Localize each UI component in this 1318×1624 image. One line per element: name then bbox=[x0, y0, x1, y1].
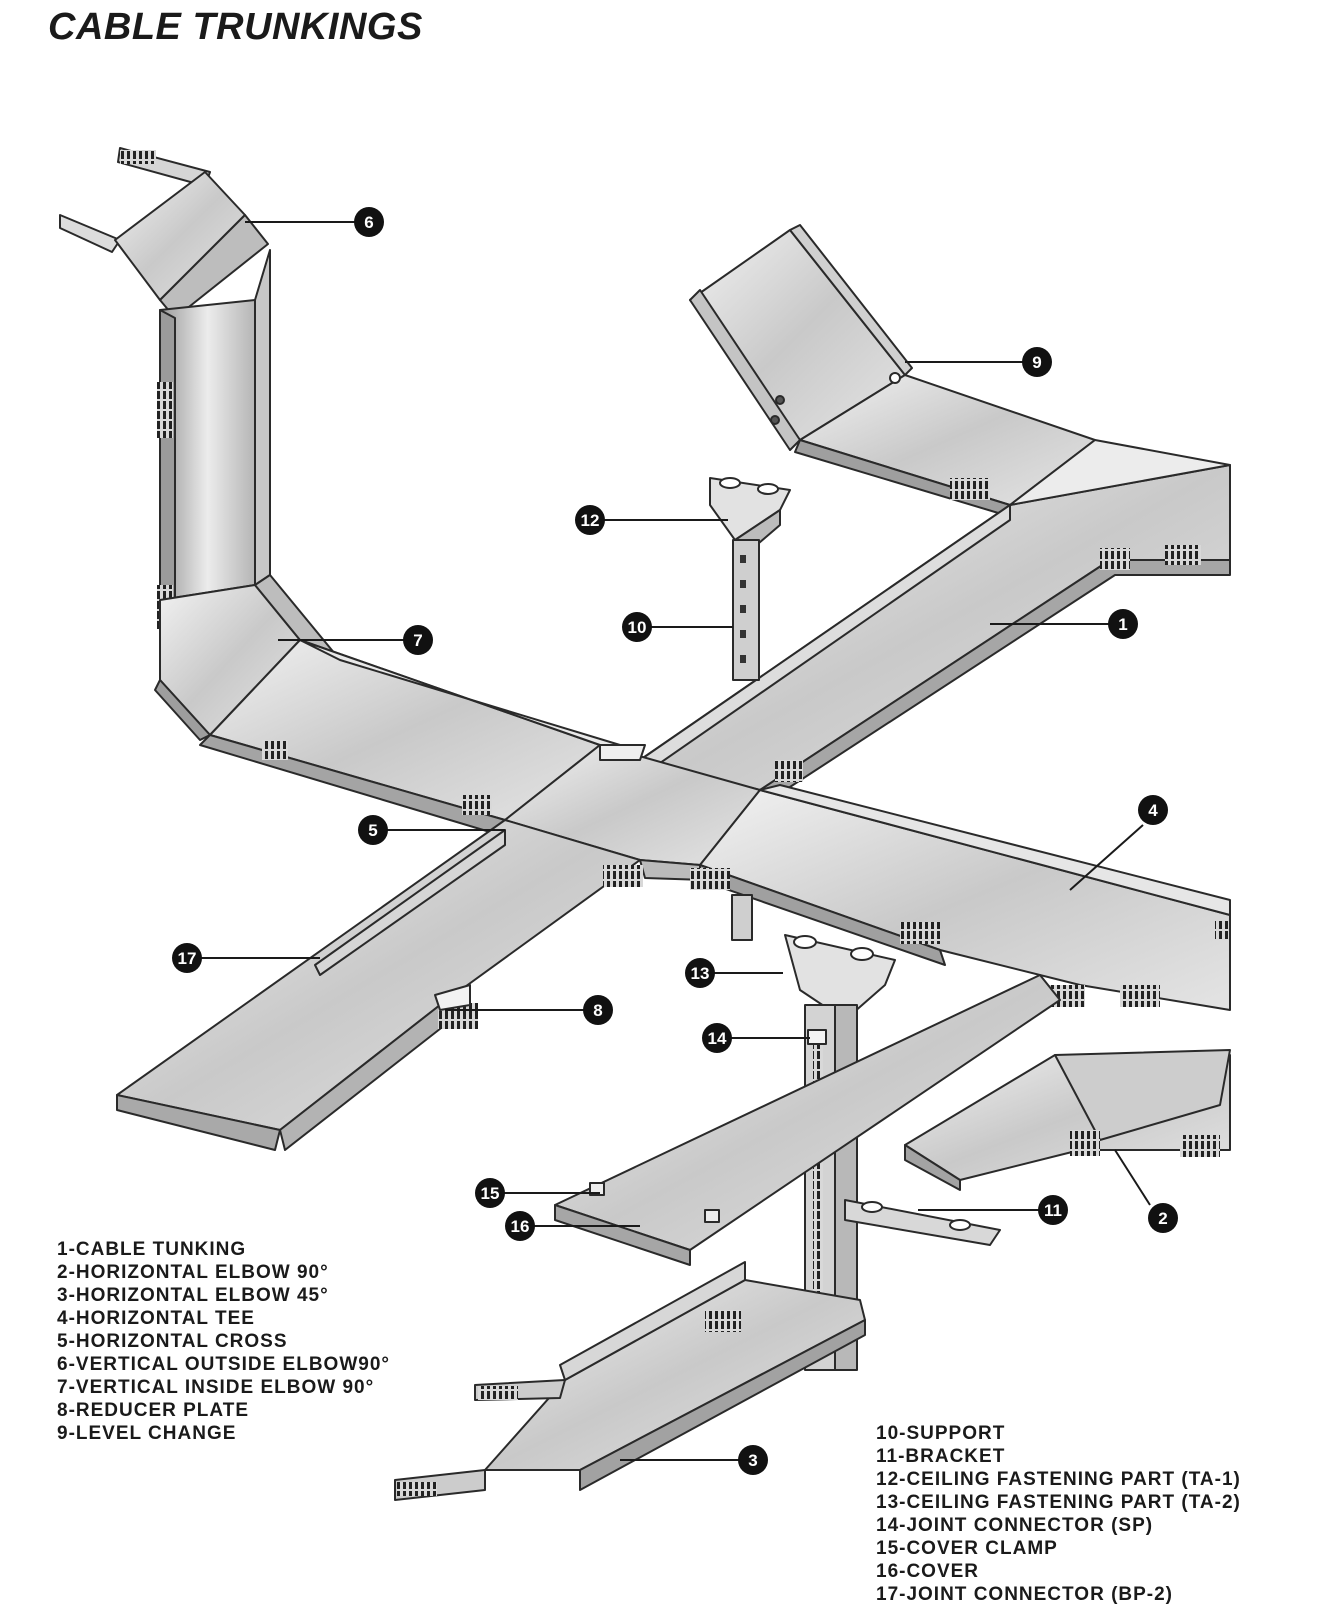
callout-8: 8 bbox=[583, 995, 613, 1025]
diagram-title: CABLE TRUNKINGS bbox=[48, 6, 423, 48]
callout-4: 4 bbox=[1138, 795, 1168, 825]
support-lower-stub bbox=[731, 894, 753, 941]
callout-label: 8 bbox=[593, 1001, 602, 1020]
callout-13: 13 bbox=[685, 958, 715, 988]
callout-label: 13 bbox=[691, 964, 710, 983]
callout-label: 4 bbox=[1148, 801, 1158, 820]
legend-left-item: 5-HORIZONTAL CROSS bbox=[57, 1331, 288, 1352]
callout-label: 17 bbox=[178, 949, 197, 968]
reducer-plate bbox=[434, 984, 471, 1011]
callout-label: 1 bbox=[1118, 615, 1127, 634]
bracket bbox=[844, 1199, 1001, 1246]
callout-label: 15 bbox=[481, 1184, 500, 1203]
legend-left-item: 3-HORIZONTAL ELBOW 45° bbox=[57, 1285, 329, 1306]
callout-label: 16 bbox=[511, 1217, 530, 1236]
support-upper bbox=[732, 539, 760, 681]
callout-17: 17 bbox=[172, 943, 202, 973]
legend-left-item: 7-VERTICAL INSIDE ELBOW 90° bbox=[57, 1377, 375, 1398]
callout-14: 14 bbox=[702, 1023, 732, 1053]
callout-label: 5 bbox=[368, 821, 377, 840]
vertical-outside-elbow bbox=[59, 147, 269, 319]
callout-label: 9 bbox=[1032, 353, 1041, 372]
horizontal-elbow-90 bbox=[904, 1049, 1231, 1191]
horizontal-cross bbox=[504, 744, 761, 881]
callout-16: 16 bbox=[505, 1211, 535, 1241]
callout-label: 7 bbox=[413, 631, 422, 650]
callout-label: 3 bbox=[748, 1451, 757, 1470]
legend-left-item: 6-VERTICAL OUTSIDE ELBOW90° bbox=[57, 1354, 391, 1375]
callout-label: 11 bbox=[1044, 1201, 1062, 1220]
horizontal-elbow-45 bbox=[394, 1261, 866, 1501]
ceiling-fastening-ta2 bbox=[784, 934, 896, 1021]
callout-2: 2 bbox=[1148, 1203, 1178, 1233]
legend-right-item: 13-CEILING FASTENING PART (TA-2) bbox=[876, 1492, 1241, 1513]
callout-5: 5 bbox=[358, 815, 388, 845]
tray-lower-left bbox=[116, 819, 643, 1151]
leader-lines bbox=[200, 221, 1151, 1461]
legend-right-item: 12-CEILING FASTENING PART (TA-1) bbox=[876, 1469, 1241, 1490]
horizontal-tee bbox=[690, 784, 1231, 1011]
vertical-inside-elbow bbox=[154, 574, 341, 741]
legend-left-item: 8-REDUCER PLATE bbox=[57, 1400, 249, 1421]
cover bbox=[554, 974, 1061, 1266]
legend-left-item: 4-HORIZONTAL TEE bbox=[57, 1308, 255, 1329]
callout-1: 1 bbox=[1108, 609, 1138, 639]
callout-9: 9 bbox=[1022, 347, 1052, 377]
callout-label: 10 bbox=[628, 618, 647, 637]
horizontal-run-left bbox=[199, 639, 621, 836]
legend-left-item: 9-LEVEL CHANGE bbox=[57, 1423, 237, 1444]
joint-connector-sp bbox=[807, 1029, 827, 1045]
callout-label: 14 bbox=[708, 1029, 727, 1048]
callout-15: 15 bbox=[475, 1178, 505, 1208]
legend-right-item: 10-SUPPORT bbox=[876, 1423, 1006, 1444]
legend-left-item: 2-HORIZONTAL ELBOW 90° bbox=[57, 1262, 329, 1283]
callout-3: 3 bbox=[738, 1445, 768, 1475]
legend-right-item: 16-COVER bbox=[876, 1561, 980, 1582]
callout-10: 10 bbox=[622, 612, 652, 642]
legend-left-item: 1-CABLE TUNKING bbox=[57, 1239, 247, 1260]
callout-label: 2 bbox=[1158, 1209, 1167, 1228]
legend-right-item: 14-JOINT CONNECTOR (SP) bbox=[876, 1515, 1154, 1536]
callout-label: 12 bbox=[581, 511, 600, 530]
legend-right-item: 17-JOINT CONNECTOR (BP-2) bbox=[876, 1584, 1174, 1605]
level-change bbox=[689, 224, 1096, 516]
callout-label: 6 bbox=[364, 213, 373, 232]
legend-right-item: 15-COVER CLAMP bbox=[876, 1538, 1058, 1559]
callout-7: 7 bbox=[403, 625, 433, 655]
callout-6: 6 bbox=[354, 207, 384, 237]
callout-12: 12 bbox=[575, 505, 605, 535]
legend-right-item: 11-BRACKET bbox=[876, 1446, 1006, 1467]
callout-11: 11 bbox=[1038, 1195, 1068, 1225]
